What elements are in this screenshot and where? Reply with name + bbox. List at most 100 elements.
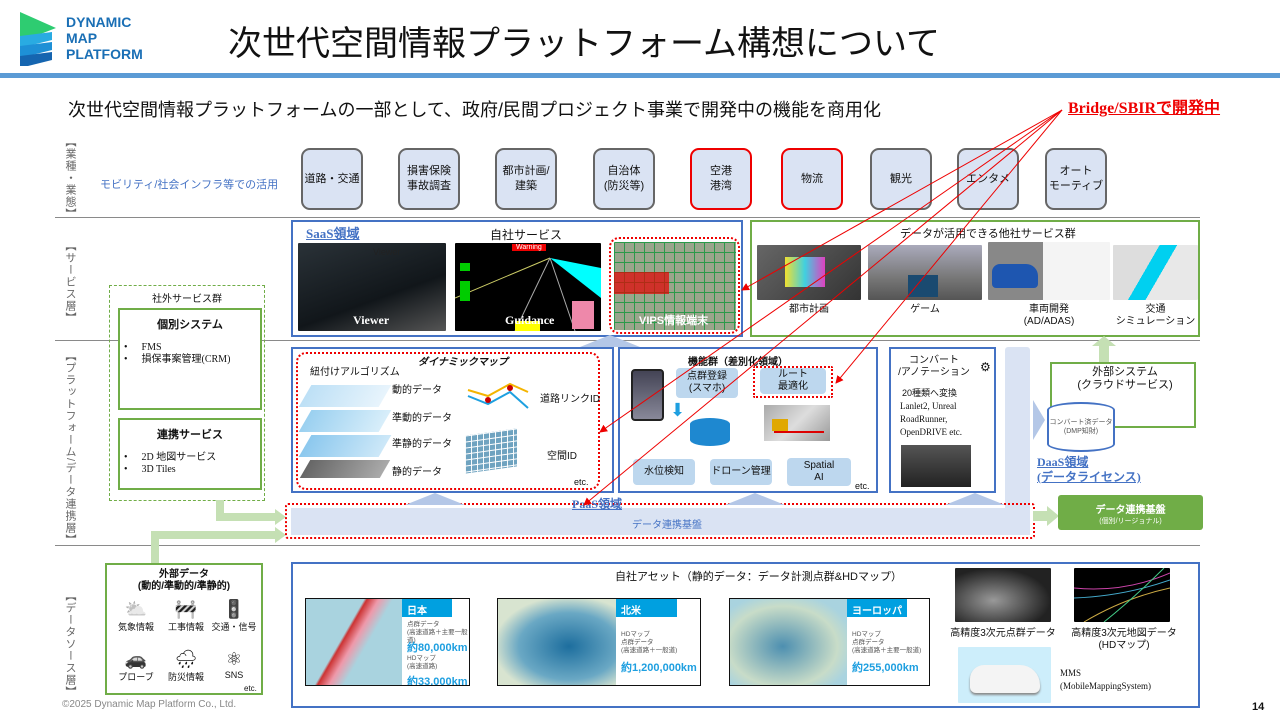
saas-area-label: SaaS領域 bbox=[306, 226, 360, 241]
industry-tile-label: 都市計画/ 建築 bbox=[502, 165, 550, 192]
external-system-title: 外部システム (クラウドサービス) bbox=[1077, 366, 1173, 391]
region-name: ヨーロッパ bbox=[847, 599, 907, 617]
industry-tile[interactable]: エンタメ bbox=[957, 148, 1019, 210]
warning-badge: Warning bbox=[512, 244, 546, 251]
industry-tile[interactable]: オート モーティブ bbox=[1045, 148, 1107, 210]
industry-tile-label: 空港 港湾 bbox=[710, 165, 732, 192]
partner-image-city[interactable] bbox=[757, 245, 861, 300]
industry-tile[interactable]: 観光 bbox=[870, 148, 932, 210]
region-map-image bbox=[730, 599, 847, 685]
guidance-image[interactable]: Warning Guidance bbox=[455, 243, 601, 331]
industry-tile-label: エンタメ bbox=[966, 172, 1010, 185]
page-title: 次世代空間情報プラットフォーム構想について bbox=[228, 25, 940, 63]
logo-mark bbox=[20, 12, 56, 66]
industry-tile[interactable]: 自治体 (防災等) bbox=[593, 148, 655, 210]
right-arrow-green bbox=[1033, 506, 1059, 526]
mms-caption: MMS (MobileMappingSystem) bbox=[1060, 668, 1151, 691]
partner-caption: 車両開発 (AD/ADAS) bbox=[1023, 304, 1075, 327]
up-arrow-green bbox=[1092, 336, 1116, 362]
region-name: 日本 bbox=[402, 599, 452, 617]
layer-label-service: 【サービス層】 bbox=[64, 240, 76, 324]
individual-system-title: 個別システム bbox=[157, 319, 223, 331]
partner-image-game[interactable] bbox=[868, 245, 982, 300]
region-map-image bbox=[498, 599, 616, 685]
external-data-label: 気象情報 bbox=[117, 622, 154, 632]
industry-caption: モビリティ/社会インフラ等での活用 bbox=[100, 179, 279, 191]
paas-bar bbox=[291, 508, 1030, 535]
industry-tile[interactable]: 物流 bbox=[781, 148, 843, 210]
external-data-label: プローブ bbox=[118, 672, 154, 682]
region-card[interactable]: ヨーロッパ HDマップ 点群データ (高速道路＋主要一般道) 約255,000km bbox=[729, 598, 930, 686]
layer-semi-static: 準静的データ bbox=[392, 439, 452, 450]
viewer-top-label: Viewer bbox=[373, 247, 401, 257]
region-metric-label: 点群データ (高速道路＋主要一般道) bbox=[407, 621, 468, 644]
external-data-box bbox=[105, 563, 263, 695]
partner-image-traffic[interactable] bbox=[1113, 245, 1198, 300]
page-number: 14 bbox=[1252, 701, 1265, 713]
partner-caption: 都市計画 bbox=[789, 304, 829, 315]
industry-tile[interactable]: 都市計画/ 建築 bbox=[495, 148, 557, 210]
subtitle: 次世代空間情報プラットフォームの一部として、政府/民間プロジェクト事業で開発中の… bbox=[68, 100, 882, 120]
external-data-item: 🚗 プローブ bbox=[112, 648, 160, 683]
partner-caption: 交通 シミュレーション bbox=[1115, 304, 1196, 327]
pointcloud-caption: 高精度3次元点群データ bbox=[950, 628, 1056, 639]
logo-text: DYNAMIC bbox=[66, 14, 132, 30]
rain-cloud-icon: 🌧 bbox=[174, 649, 198, 669]
paas-bar-label: データ連携基盤 bbox=[632, 520, 702, 531]
green-flow-arrows bbox=[151, 500, 286, 567]
logo-text: MAP bbox=[66, 30, 98, 46]
data-platform-label: データ連携基盤 bbox=[1095, 505, 1166, 516]
industry-tile[interactable]: 道路・交通 bbox=[301, 148, 363, 210]
industry-tile-label: 道路・交通 bbox=[304, 172, 360, 185]
layer-label-industry: 【業種・業態】 bbox=[64, 136, 76, 220]
partner-image-vehicle[interactable] bbox=[988, 242, 1110, 300]
up-arrows bbox=[405, 335, 1045, 505]
list-item: FMS bbox=[120, 342, 260, 354]
industry-tile[interactable]: 損害保険 事故調査 bbox=[398, 148, 460, 210]
vips-red-area bbox=[614, 272, 669, 294]
network-icon: ⚛ bbox=[225, 649, 243, 669]
guidance-label: Guidance bbox=[505, 313, 555, 327]
industry-tile[interactable]: 空港 港湾 bbox=[690, 148, 752, 210]
daas-label: DaaS領域 (データライセンス) bbox=[1037, 455, 1141, 484]
car-icon: 🚗 bbox=[124, 649, 148, 669]
logo-text: PLATFORM bbox=[66, 46, 143, 62]
divider bbox=[55, 545, 1200, 546]
partner-caption: ゲーム bbox=[910, 304, 940, 315]
list-item: 2D 地図サービス bbox=[120, 452, 260, 464]
viewer-image[interactable]: Viewer Viewer bbox=[298, 243, 446, 331]
header-bar bbox=[0, 73, 1280, 78]
viewer-label: Viewer bbox=[353, 313, 390, 327]
data-platform-regional[interactable]: データ連携基盤 (個別/リージョナル) bbox=[1058, 495, 1203, 530]
region-metric-value: 約255,000km bbox=[852, 662, 919, 674]
vips-image[interactable]: VIPS情報端末 bbox=[614, 242, 736, 330]
algorithm-label: 紐付けアルゴリズム bbox=[310, 367, 400, 378]
layer-static: 静的データ bbox=[392, 467, 442, 478]
divider bbox=[55, 217, 1200, 218]
external-data-item: ⚛ SNS bbox=[210, 648, 258, 680]
external-services-title: 社外サービス群 bbox=[152, 294, 222, 305]
region-metric-label: HDマップ (高速道路) bbox=[407, 655, 438, 670]
external-services-box bbox=[109, 285, 265, 501]
database-label: コンバート済データ (DMP知財) bbox=[1049, 419, 1113, 435]
dynamic-map-title: ダイナミックマップ bbox=[418, 357, 508, 368]
partner-services-title: データが活用できる他社サービス群 bbox=[900, 228, 1076, 240]
industry-tile-label: 自治体 (防災等) bbox=[603, 165, 645, 192]
layer-label-platform: 【プラットフォーム/データ連携層】 bbox=[64, 350, 76, 547]
vips-label: VIPS情報端末 bbox=[639, 315, 709, 327]
logo: DYNAMIC MAP PLATFORM bbox=[18, 12, 158, 66]
layer-dynamic: 動的データ bbox=[392, 385, 442, 396]
weather-icon: ⛅ bbox=[124, 599, 148, 619]
mms-car-image bbox=[958, 647, 1051, 703]
region-metric-value: 約80,000km bbox=[407, 642, 468, 654]
region-metric-value: 約33,000km bbox=[407, 676, 468, 686]
region-metric-label: HDマップ 点群データ (高速道路＋主要一般道) bbox=[852, 631, 922, 654]
hdmap-caption: 高精度3次元地図データ (HDマップ) bbox=[1071, 628, 1177, 651]
hdmap-image bbox=[1074, 568, 1170, 622]
layer-semi-dynamic: 準動的データ bbox=[392, 413, 452, 424]
data-platform-sublabel: (個別/リージョナル) bbox=[1099, 518, 1162, 525]
external-data-item: ⛅ 気象情報 bbox=[112, 598, 160, 633]
road-link-label: 道路リンクID bbox=[540, 394, 600, 405]
